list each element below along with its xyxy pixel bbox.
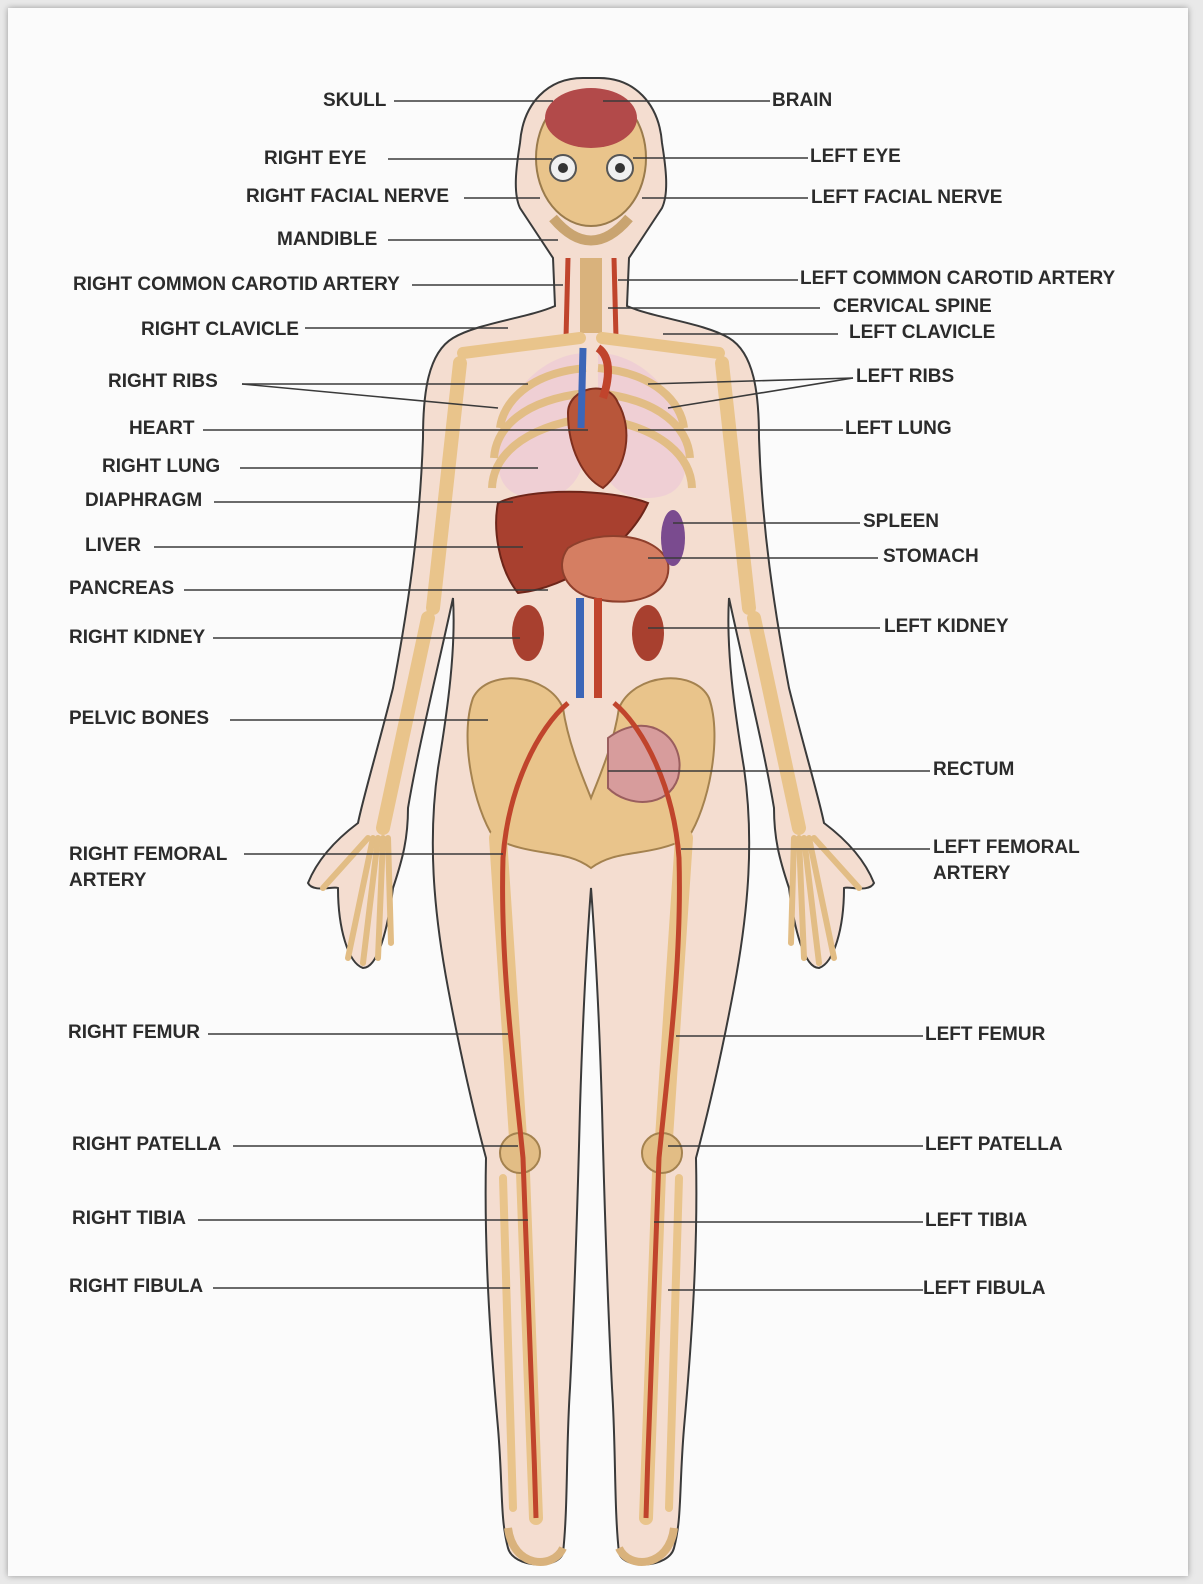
label-right-eye: RIGHT EYE bbox=[264, 146, 366, 172]
label-right-common-carotid-artery: RIGHT COMMON CAROTID ARTERY bbox=[73, 272, 400, 298]
left-kidney-shape bbox=[632, 605, 664, 661]
cervical-spine-shape bbox=[580, 258, 602, 333]
anatomy-illustration bbox=[8, 8, 1188, 1576]
label-left-lung: LEFT LUNG bbox=[845, 416, 952, 442]
label-mandible: MANDIBLE bbox=[277, 227, 377, 253]
label-left-fibula: LEFT FIBULA bbox=[923, 1276, 1045, 1302]
label-skull: SKULL bbox=[323, 88, 386, 114]
label-right-fibula: RIGHT FIBULA bbox=[69, 1274, 203, 1300]
label-right-lung: RIGHT LUNG bbox=[102, 454, 220, 480]
label-left-kidney: LEFT KIDNEY bbox=[884, 614, 1009, 640]
label-right-tibia: RIGHT TIBIA bbox=[72, 1206, 186, 1232]
label-rectum: RECTUM bbox=[933, 757, 1014, 783]
label-right-kidney: RIGHT KIDNEY bbox=[69, 625, 205, 651]
right-kidney-shape bbox=[512, 605, 544, 661]
label-spleen: SPLEEN bbox=[863, 509, 939, 535]
label-left-ribs: LEFT RIBS bbox=[856, 364, 954, 390]
label-left-common-carotid-artery: LEFT COMMON CAROTID ARTERY bbox=[800, 266, 1115, 292]
label-left-facial-nerve: LEFT FACIAL NERVE bbox=[811, 185, 1002, 211]
label-brain: BRAIN bbox=[772, 88, 832, 114]
label-right-femur: RIGHT FEMUR bbox=[68, 1020, 200, 1046]
label-left-tibia: LEFT TIBIA bbox=[925, 1208, 1027, 1234]
label-cervical-spine: CERVICAL SPINE bbox=[833, 294, 992, 320]
label-right-femoral-artery: RIGHT FEMORAL ARTERY bbox=[69, 842, 227, 894]
label-stomach: STOMACH bbox=[883, 544, 979, 570]
label-left-femur: LEFT FEMUR bbox=[925, 1022, 1045, 1048]
diagram-frame: SKULL RIGHT EYE RIGHT FACIAL NERVE MANDI… bbox=[8, 8, 1188, 1576]
label-right-ribs: RIGHT RIBS bbox=[108, 369, 218, 395]
label-left-clavicle: LEFT CLAVICLE bbox=[849, 320, 995, 346]
label-right-patella: RIGHT PATELLA bbox=[72, 1132, 221, 1158]
label-pancreas: PANCREAS bbox=[69, 576, 174, 602]
label-heart: HEART bbox=[129, 416, 194, 442]
stomach-shape bbox=[562, 536, 668, 602]
label-right-facial-nerve: RIGHT FACIAL NERVE bbox=[246, 184, 449, 210]
label-left-eye: LEFT EYE bbox=[810, 144, 901, 170]
brain-shape bbox=[545, 88, 637, 148]
label-pelvic-bones: PELVIC BONES bbox=[69, 706, 209, 732]
label-left-femoral-artery: LEFT FEMORAL ARTERY bbox=[933, 835, 1080, 887]
label-liver: LIVER bbox=[85, 533, 141, 559]
label-left-patella: LEFT PATELLA bbox=[925, 1132, 1063, 1158]
label-right-clavicle: RIGHT CLAVICLE bbox=[141, 317, 299, 343]
label-diaphragm: DIAPHRAGM bbox=[85, 488, 202, 514]
